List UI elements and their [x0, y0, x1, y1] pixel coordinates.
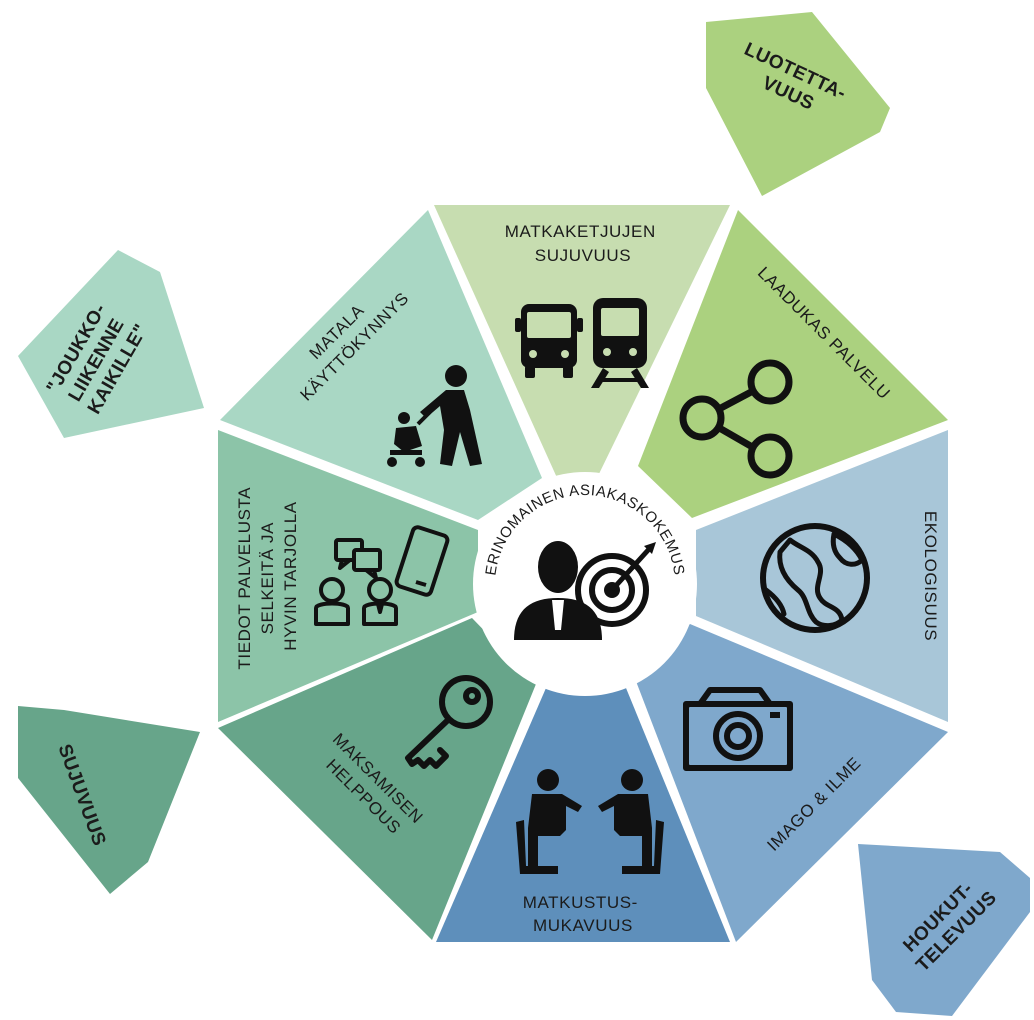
segment-maksaminen: MAKSAMISEN HELPPOUS: [218, 618, 536, 940]
corner-shape: [18, 706, 200, 894]
segment-ekologisuus: EKOLOGISUUS: [696, 430, 948, 722]
segment-shape: [436, 688, 730, 942]
segment-label: MATKUSTUS- MUKAVUUS: [523, 893, 644, 935]
corner-shape: [18, 250, 204, 438]
share-icon: [679, 359, 793, 479]
corner-shape: [706, 12, 890, 196]
segment-shape: [218, 618, 536, 940]
corner-luotettavuus: LUOTETTA- VUUS: [706, 12, 890, 196]
segment-imago: IMAGO & ILME: [634, 624, 948, 942]
corner-shape: [858, 844, 1030, 1016]
segment-tiedot: TIEDOT PALVELUSTA SELKEITÄ JA HYVIN TARJ…: [218, 430, 478, 722]
segment-shape: [218, 430, 478, 722]
segment-matkustus: MATKUSTUS- MUKAVUUS: [436, 688, 730, 942]
segment-matala: MATALA KÄYTTÖKYNNYS: [220, 210, 542, 520]
bus-train-icon: [515, 298, 649, 388]
segment-shape: [434, 205, 730, 480]
camera-icon: [683, 687, 793, 771]
segment-shape: [638, 210, 948, 518]
segment-matkaketjut: MATKAKETJUJEN SUJUVUUS: [434, 205, 730, 480]
segment-label: EKOLOGISUUS: [921, 511, 940, 641]
stroller-icon: [387, 365, 482, 467]
corner-sujuvuus: SUJUVUUS: [18, 706, 200, 894]
key-icon: [405, 675, 493, 769]
segment-label: MATKAKETJUJEN SUJUVUUS: [505, 222, 661, 265]
globe-icon: [760, 523, 870, 633]
corner-joukkoliikenne: "JOUKKO- LIIKENNE KAIKILLE": [18, 250, 204, 438]
center: ERINOMAINEN ASIAKASKOKEMUS: [473, 472, 697, 696]
center-circle: [473, 472, 697, 696]
seated-people-icon: [516, 769, 664, 874]
segment-shape: [220, 210, 542, 520]
corner-houkuttelevuus: HOUKUT- TELEVUUS: [858, 844, 1030, 1016]
chat-phone-icon: [314, 525, 450, 626]
segment-label: TIEDOT PALVELUSTA SELKEITÄ JA HYVIN TARJ…: [235, 482, 300, 669]
businessman-target-icon: [514, 541, 656, 640]
